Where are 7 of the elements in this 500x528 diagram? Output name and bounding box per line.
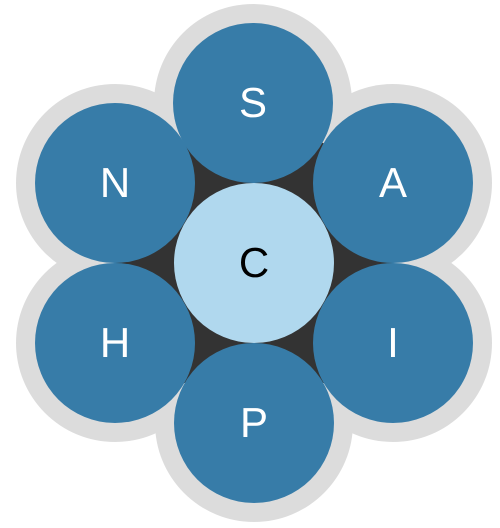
circle-label: N — [100, 162, 130, 204]
circle-label: I — [387, 322, 399, 364]
circle-label: A — [378, 162, 407, 204]
circle-label: S — [238, 82, 267, 124]
circle-label: C — [238, 242, 270, 284]
circle-label: P — [240, 402, 268, 444]
circle-label: H — [100, 322, 130, 364]
